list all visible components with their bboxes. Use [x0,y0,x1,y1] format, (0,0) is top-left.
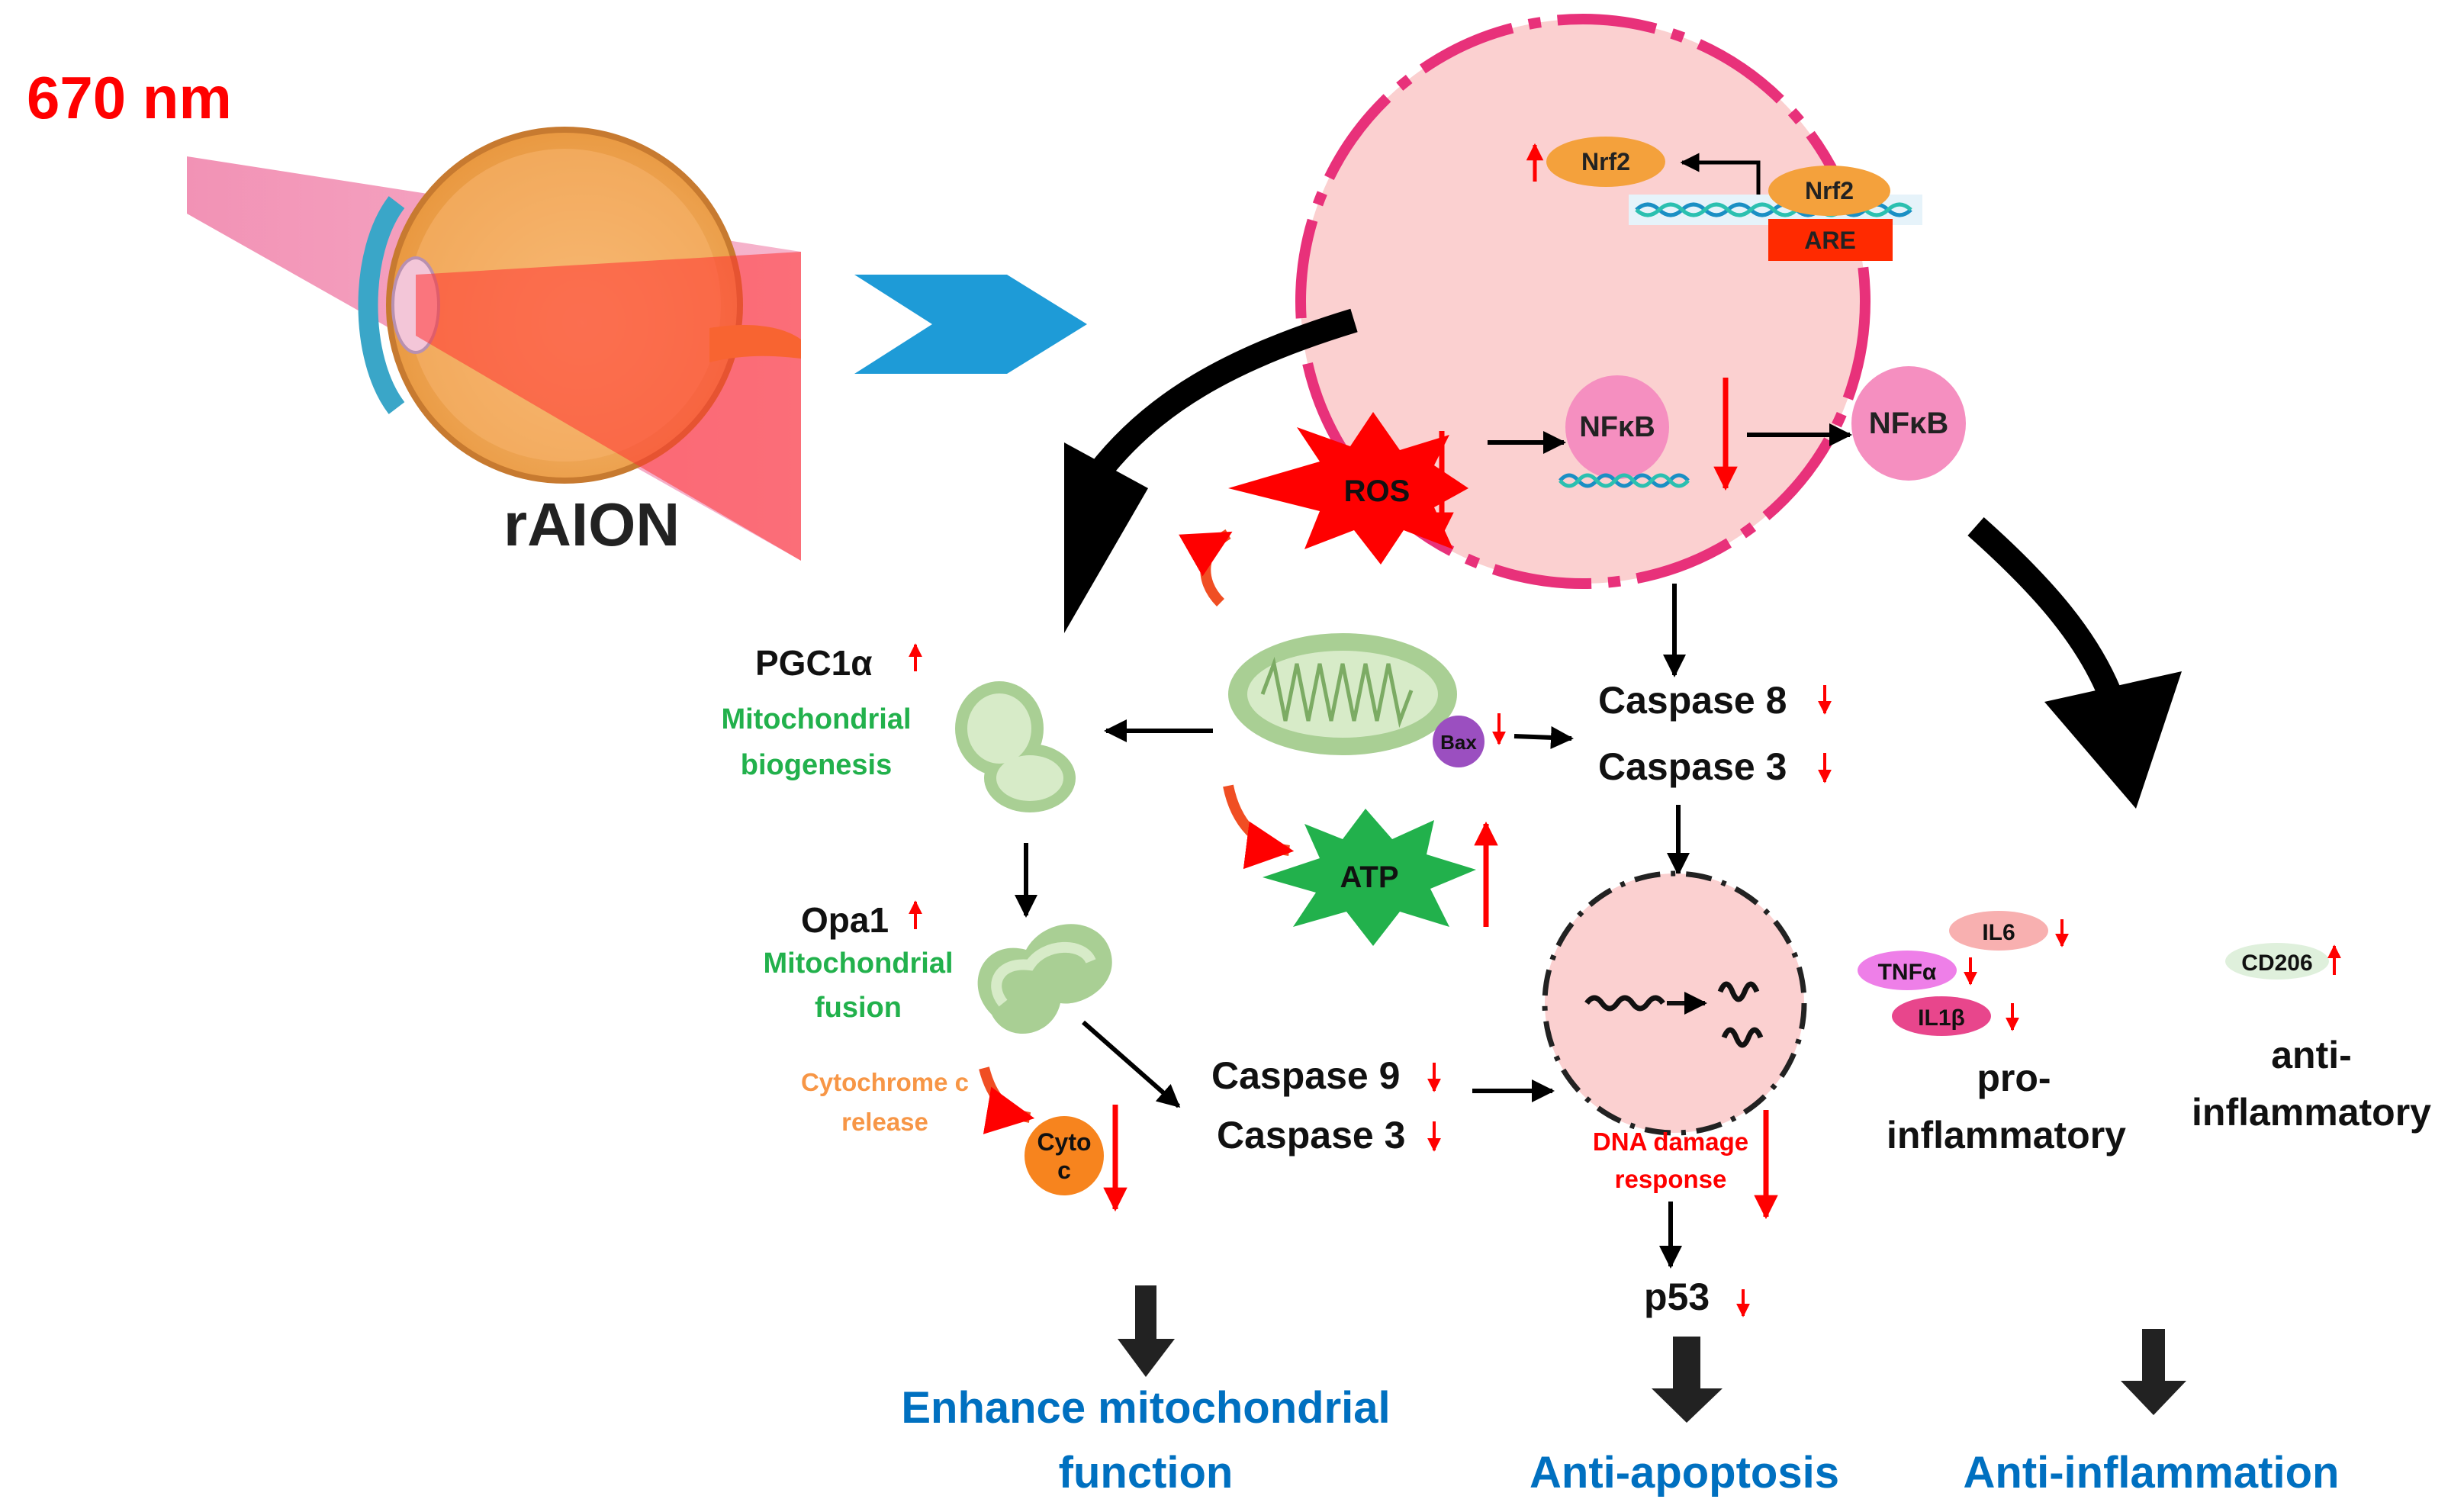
cd206-ellipse [2225,943,2329,980]
il6-ellipse [1949,911,2048,951]
nfkb-left-circle [1565,375,1669,479]
atp-label: ATP [1340,861,1398,894]
nfkb-right-label: NFκB [1869,407,1949,440]
caspase8-label: Caspase 8 [1598,679,1787,722]
ros-burst [1228,412,1468,565]
dna-damage-label-2: response [1615,1165,1727,1193]
ros-label: ROS [1344,475,1411,508]
eye-illustration [187,127,801,561]
outcome-apoptosis-label: Anti-apoptosis [1530,1448,1839,1498]
dividing-mitochondria [955,681,1076,812]
wavelength-label: 670 nm [27,64,232,131]
p53-label: p53 [1644,1276,1710,1318]
are-box [1768,219,1893,261]
central-mitochondrion [1228,633,1457,755]
nrf2-free-label: Nrf2 [1581,148,1630,175]
fusion-to-caspase9-arrow [1082,1020,1181,1108]
are-label: ARE [1804,227,1856,254]
mito-biogenesis-label-1: Mitochondrial [721,703,911,735]
mito-biogenesis-label-2: biogenesis [741,749,893,781]
outcome-arrow-mito [1118,1285,1175,1377]
nfkb-right-circle [1851,366,1966,481]
cytochrome-orange-curve [979,1066,1035,1134]
caspase3-top-label: Caspase 3 [1598,745,1787,788]
cyto-c-circle [1025,1116,1104,1195]
blue-chevron-arrow [854,275,1087,374]
caspase9-label: Caspase 9 [1211,1054,1400,1097]
nrf2-free-ellipse [1546,137,1665,187]
tnfa-ellipse [1858,951,1957,990]
mito-fusion-label-1: Mitochondrial [763,947,953,980]
nrf2-transcription-arrow [1680,153,1761,195]
opa1-label: Opa1 [801,900,889,940]
nrf2-bound-label: Nrf2 [1805,177,1854,204]
cyto-c-label-1: Cyto [1037,1128,1091,1156]
ros-orange-curve [1179,529,1233,606]
big-curved-arrow-right [1967,517,2125,706]
outcome-inflammation-label: Anti-inflammation [1964,1448,2340,1498]
bax-circle [1433,716,1485,767]
light-cone [416,252,801,561]
cytochrome-release-label-1: Cytochrome c [801,1068,969,1096]
fused-mitochondrion [977,924,1112,1034]
bax-label: Bax [1440,731,1477,754]
anti-inflammatory-label-2: inflammatory [2192,1091,2431,1134]
big-curved-arrow-left [1089,308,1358,481]
dna-broken-1 [1717,981,1760,1002]
tnfa-label: TNFα [1878,960,1937,985]
il6-label: IL6 [1982,920,2015,945]
cytochrome-release-label-2: release [841,1108,928,1136]
il1b-label: IL1β [1918,1005,1965,1031]
outcome-arrow-apoptosis [1652,1337,1723,1423]
atp-orange-curve [1223,784,1295,870]
pro-inflammatory-label-1: pro- [1977,1057,2051,1099]
outcome-mito-label-1: Enhance mitochondrial [901,1383,1390,1433]
il1b-ellipse [1892,996,1991,1036]
pro-inflammatory-label-2: inflammatory [1887,1114,2126,1157]
caspase3-bottom-label: Caspase 3 [1217,1114,1405,1157]
dna-broken-2 [1721,1027,1764,1048]
nrf2-bound-ellipse [1768,166,1890,216]
dna-intact [1584,995,1665,1012]
nfkb-left-label: NFκB [1579,411,1655,443]
mito-fusion-label-2: fusion [815,992,902,1024]
atp-burst [1263,809,1476,946]
pgc1a-label: PGC1α [755,643,873,683]
dna-damage-label-1: DNA damage [1593,1128,1748,1156]
cd206-label: CD206 [2241,951,2312,976]
bax-to-caspase-arrow [1513,725,1574,749]
outcome-mito-label-2: function [1059,1448,1234,1498]
anti-inflammatory-label-1: anti- [2271,1034,2352,1076]
outcome-arrow-inflammation [2121,1329,2186,1415]
model-label: rAION [503,491,680,558]
cyto-c-label-2: c [1057,1157,1071,1184]
